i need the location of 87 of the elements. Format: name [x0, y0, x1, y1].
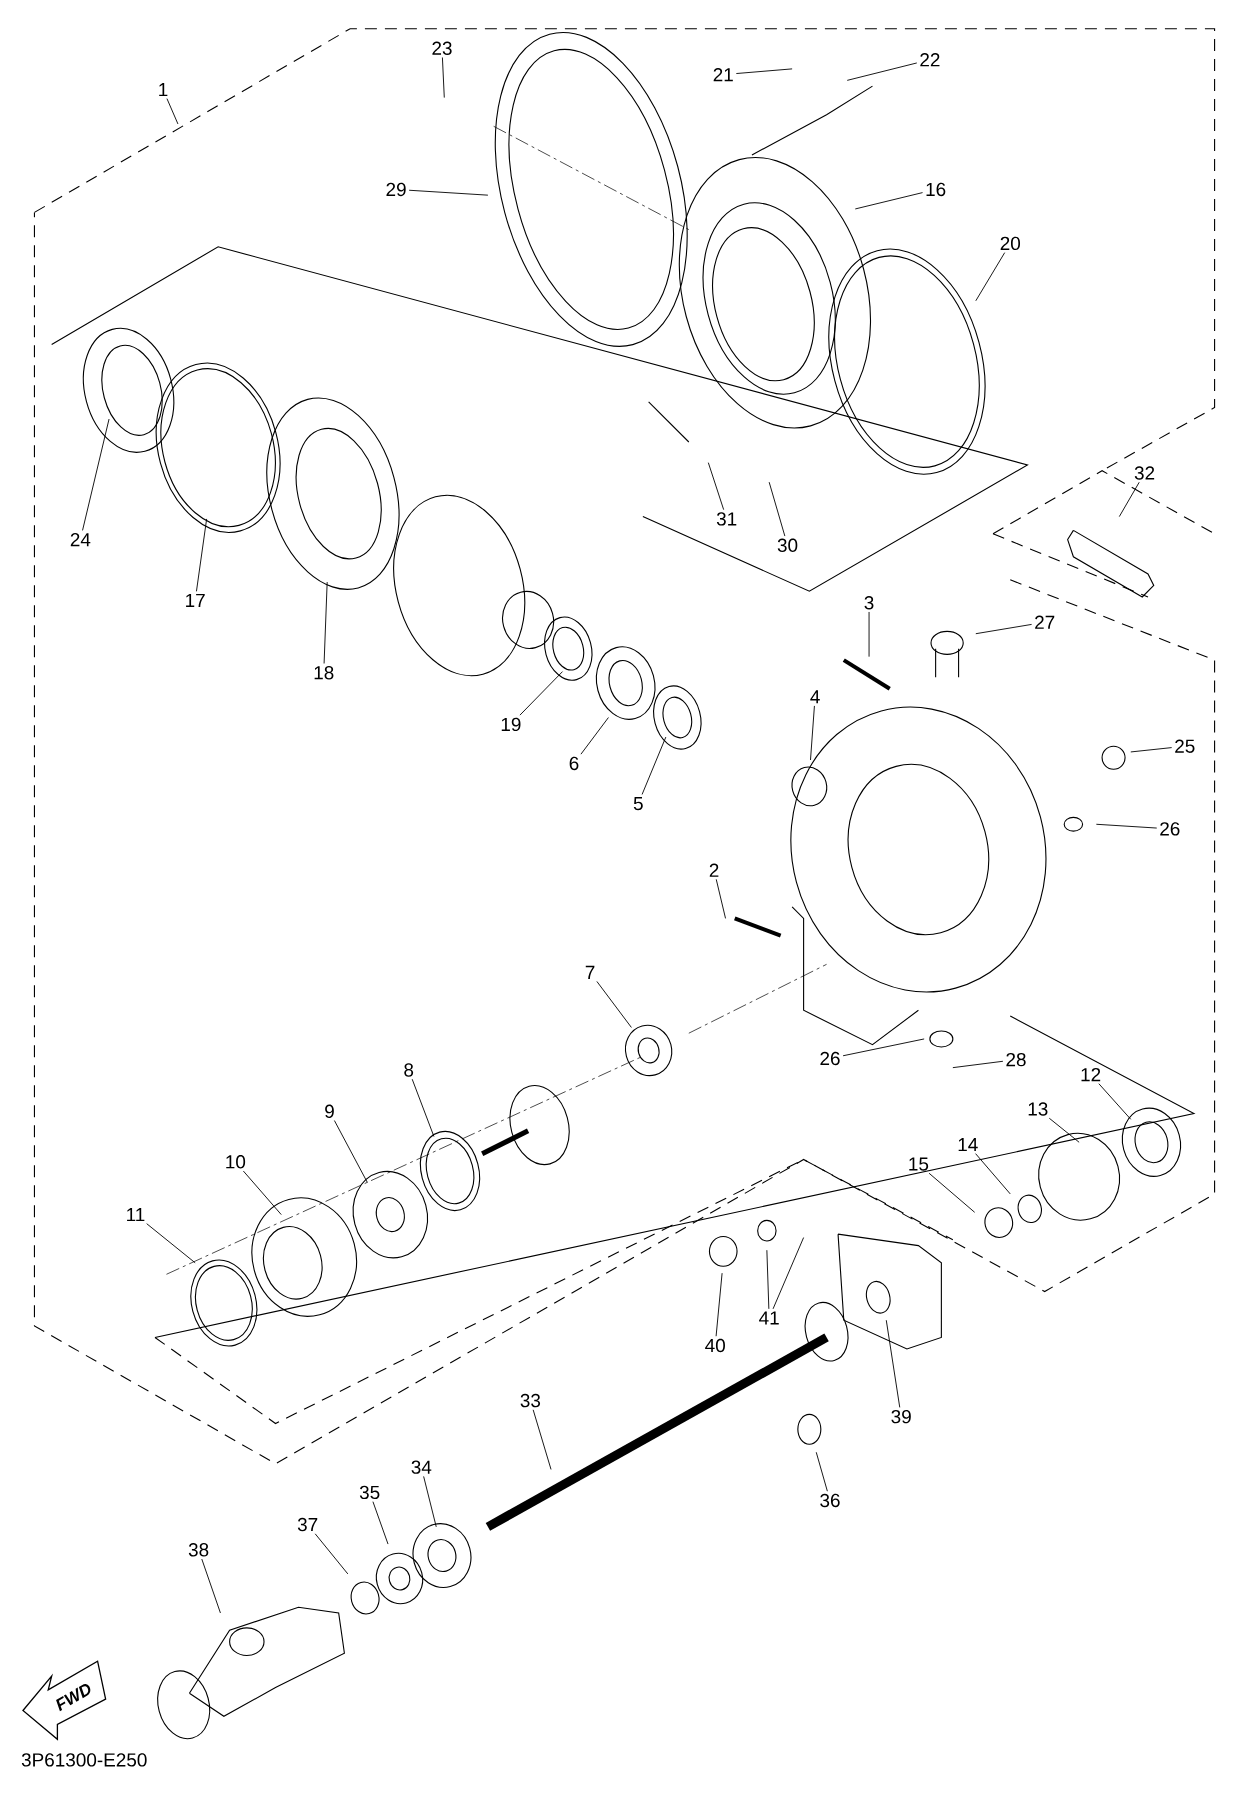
callout-number: 28	[1006, 1052, 1026, 1067]
callout-number: 6	[569, 756, 579, 771]
callout-number: 1	[159, 83, 168, 97]
callout-number: 26	[1160, 822, 1180, 836]
leader-line	[196, 518, 208, 592]
callout-number: 7	[585, 965, 595, 979]
callout-number: 26	[820, 1051, 840, 1066]
leader-line	[596, 981, 632, 1028]
leader-line	[707, 462, 725, 511]
callout-number: 12	[1081, 1067, 1101, 1082]
leader-line	[408, 189, 489, 196]
callout-number: 32	[1134, 466, 1155, 480]
leader-line	[1095, 823, 1158, 829]
callout-number: 21	[713, 68, 733, 82]
leader-line	[952, 1060, 1004, 1069]
leader-line	[772, 1237, 805, 1310]
callout-number: 19	[501, 717, 521, 732]
leader-line	[715, 1272, 723, 1337]
leader-line	[768, 481, 786, 537]
callout-number: 16	[926, 182, 946, 197]
leader-line	[323, 581, 328, 664]
leader-line	[810, 705, 815, 761]
callout-number: 17	[186, 593, 205, 607]
callout-number: 3	[864, 596, 874, 610]
direction-label: FWD	[56, 1684, 91, 1712]
callout-number: 36	[820, 1493, 840, 1508]
leader-line	[82, 418, 110, 531]
leader-line	[641, 736, 667, 795]
drawing-number: 3P61300-E250	[21, 1753, 147, 1767]
callout-number: 23	[432, 41, 452, 55]
callout-number: 40	[705, 1338, 725, 1353]
callout-number: 31	[716, 512, 737, 526]
leader-line	[519, 671, 563, 716]
callout-number: 13	[1028, 1102, 1048, 1116]
leader-line	[868, 611, 870, 658]
callout-number: 15	[909, 1157, 929, 1171]
leader-line	[975, 623, 1033, 635]
leader-line	[441, 57, 445, 99]
callout-number: 33	[520, 1393, 541, 1408]
callout-number: 8	[404, 1063, 414, 1077]
leader-line	[842, 1038, 925, 1057]
callout-number: 2	[709, 863, 719, 877]
leader-line	[928, 1172, 976, 1213]
leader-line	[975, 252, 1006, 302]
callout-number: 41	[759, 1311, 779, 1325]
leader-line	[372, 1501, 389, 1545]
callout-number: 9	[325, 1104, 334, 1118]
leader-line	[1048, 1117, 1080, 1143]
leader-line	[975, 1153, 1011, 1195]
leader-line	[1130, 747, 1173, 753]
callout-number: 27	[1035, 615, 1055, 629]
callout-number: 5	[633, 797, 643, 811]
callout-number: 22	[920, 53, 940, 67]
leader-line	[166, 98, 179, 125]
leader-line	[242, 1170, 282, 1216]
callout-number: 37	[297, 1517, 318, 1532]
leader-line	[201, 1558, 221, 1614]
leader-line	[146, 1223, 196, 1264]
callout-number: 10	[226, 1155, 246, 1169]
leader-line	[333, 1120, 368, 1183]
leader-line	[532, 1409, 552, 1470]
leader-line	[715, 878, 726, 919]
callout-number: 35	[359, 1485, 380, 1500]
callout-number: 24	[70, 532, 91, 547]
leader-line	[846, 62, 918, 81]
callout-number: 11	[127, 1208, 145, 1222]
leader-line	[766, 1249, 770, 1310]
leader-line	[815, 1451, 828, 1492]
leader-line	[885, 1319, 901, 1408]
leader-line	[580, 717, 609, 755]
leader-line	[1118, 481, 1140, 518]
leader-line	[735, 68, 793, 74]
leader-line	[423, 1475, 437, 1528]
leader-line	[411, 1078, 435, 1137]
callout-number: 18	[314, 666, 334, 680]
leader-line	[314, 1533, 349, 1575]
callout-number: 38	[188, 1543, 209, 1557]
callout-number: 39	[891, 1409, 911, 1424]
callout-number: 25	[1175, 739, 1195, 753]
callout-number: 20	[1000, 236, 1021, 251]
callout-number: 4	[810, 690, 820, 704]
callout-number: 29	[386, 182, 406, 197]
callout-number: 30	[777, 538, 798, 552]
callout-number: 14	[958, 1138, 978, 1152]
leader-line	[1098, 1083, 1132, 1120]
callout-number: 34	[411, 1460, 432, 1474]
leader-line	[854, 192, 923, 210]
